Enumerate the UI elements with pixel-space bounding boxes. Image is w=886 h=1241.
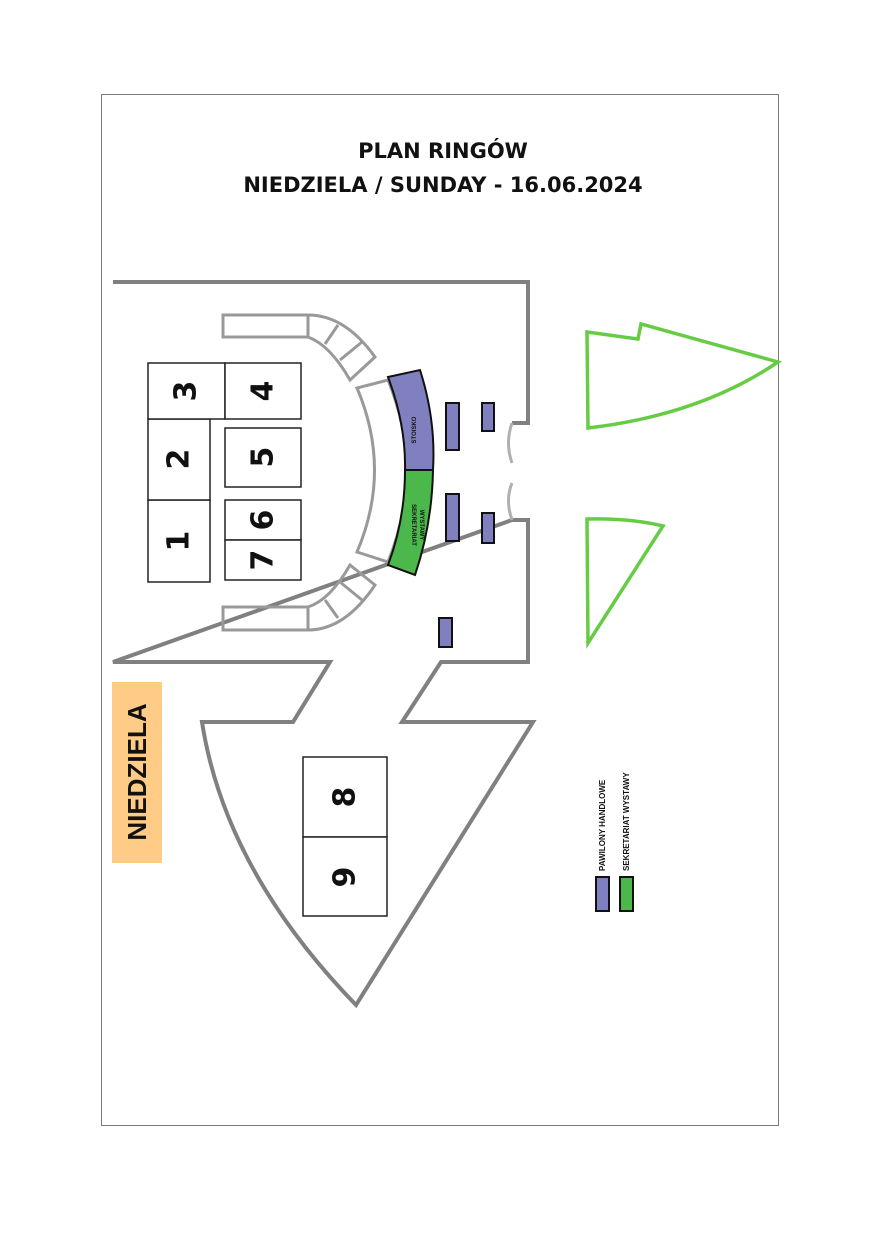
tribune-upper [221,313,377,383]
stoisko-label: STOISKO [412,416,418,443]
secretariat-area [386,469,435,577]
rings [147,362,388,917]
door-arc-upper [507,422,514,464]
ring-7-box [224,539,302,581]
vendor-pavilion [445,493,460,542]
page-frame [101,94,779,1126]
ring-4-box [224,362,302,420]
door-arc-lower [507,482,514,521]
main-hall-outline [112,280,537,1009]
vendor-pavilion [481,512,495,544]
secretariat-label-2: WYSTAWY [418,510,424,541]
page-title: PLAN RINGÓW [358,139,528,163]
legend-vendor-swatch [595,876,610,912]
day-badge-label: NIEDZIELA [122,703,152,840]
secretariat-label-1: SEKRETARIAT [410,504,416,546]
ring-9-label: 9 [328,867,363,888]
ring-9-box [302,836,388,917]
ring-1-box [147,499,211,583]
ring-7-label: 7 [246,550,281,571]
vendor-pavilions [438,402,495,648]
tribune-lower [221,562,378,632]
page-subtitle: NIEDZIELA / SUNDAY - 16.06.2024 [243,173,643,197]
day-badge [112,682,162,863]
ring-8-label: 8 [328,787,363,808]
ring-5-box [224,427,302,488]
legend-secretariat-label: SEKRETARIAT WYSTAWY [622,772,631,871]
ring-8-box [302,756,388,838]
ring-6-label: 6 [246,510,281,531]
outdoor-zone-upper [585,321,783,430]
ring-1-label: 1 [162,531,197,552]
vendor-pavilion [481,402,495,432]
vendor-pavilion [438,617,453,648]
legend-secretariat-swatch [619,876,634,912]
ring-3-box [147,362,226,420]
ring-5-label: 5 [246,447,281,468]
legend-vendor-label: PAWILONY HANDLOWE [598,779,607,871]
ring-3-label: 3 [169,381,204,402]
vendor-pavilion [445,402,460,451]
ring-2-box [147,418,211,501]
outdoor-zone-lower [585,517,666,649]
ring-4-label: 4 [246,381,281,402]
ring-2-label: 2 [162,449,197,470]
